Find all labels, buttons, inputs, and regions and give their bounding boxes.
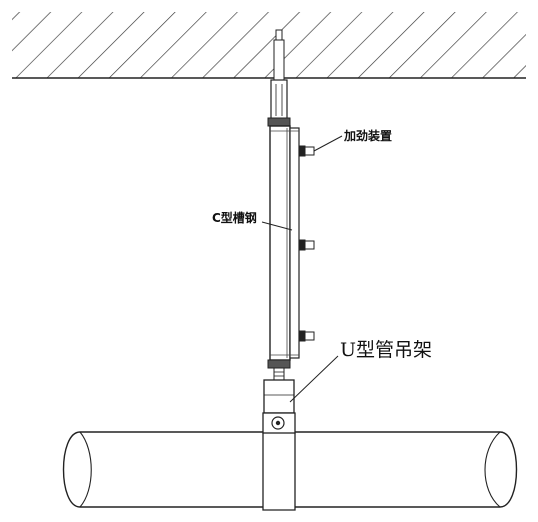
label-c-channel: C型槽钢: [212, 210, 257, 225]
c-channel-steel: [269, 125, 300, 361]
leader-c-channel: [261, 221, 293, 231]
label-u-hanger: U型管吊架: [340, 339, 432, 361]
pipe: [62, 431, 518, 508]
pipe-left-end: [62, 431, 81, 508]
reinforcement-bolt-bottom: [298, 330, 315, 342]
bottom-rod: [267, 359, 291, 381]
pipe-right-end: [484, 431, 501, 508]
u-pipe-hanger: [262, 379, 296, 511]
reinforcement-bolt-middle: [298, 239, 315, 251]
ceiling: [12, 12, 526, 79]
label-reinforcement: 加劲装置: [343, 128, 392, 143]
reinforcement-bolt-top: [298, 145, 315, 157]
ceiling-hatch: [12, 12, 526, 78]
leader-u-hanger: [289, 355, 339, 403]
top-anchor-rod: [267, 29, 291, 127]
leader-reinforcement: [313, 135, 343, 152]
